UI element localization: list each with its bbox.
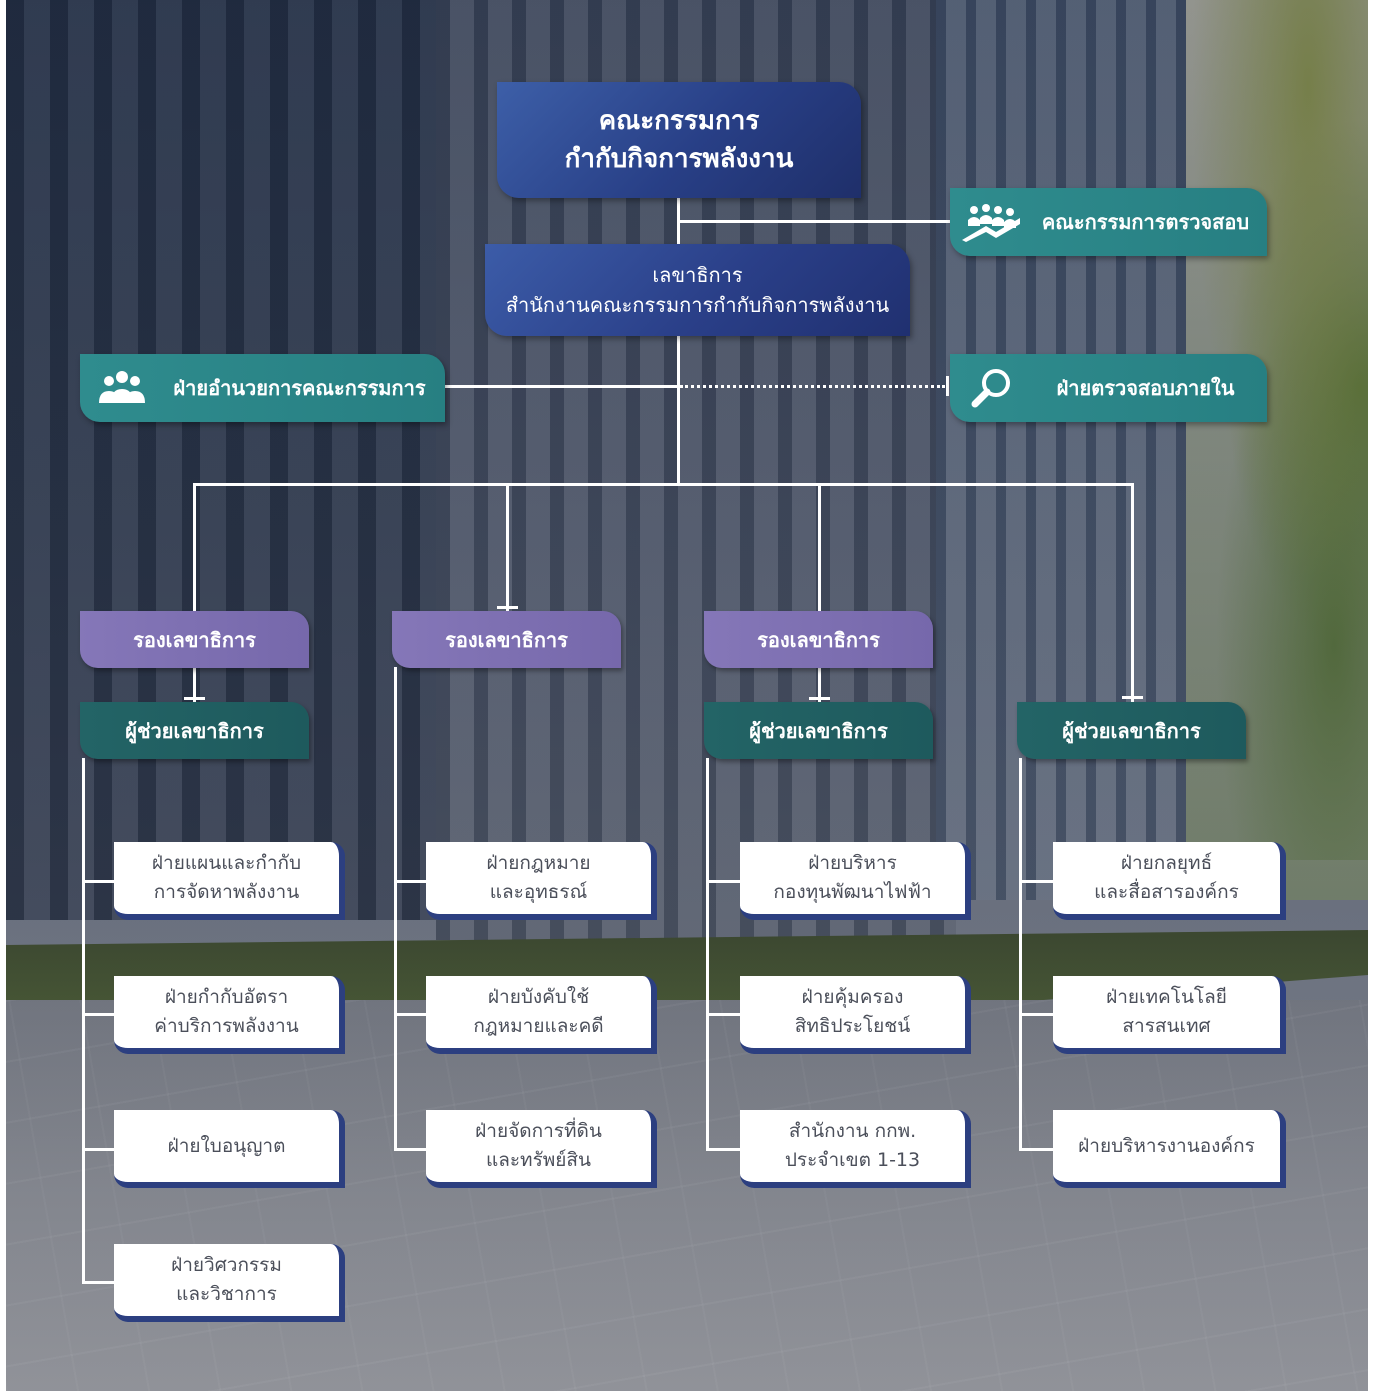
unit-line1: ฝ่ายวิศวกรรม [171,1254,282,1276]
assistant-node-col1: ผู้ช่วยเลขาธิการ [80,702,309,759]
connector-rail-col2 [394,667,397,1151]
unit-line1: ฝ่ายบริหารงานองค์กร [1078,1134,1255,1157]
internal-audit-label: ฝ่ายตรวจสอบภายใน [1056,376,1235,400]
commission-affairs-label: ฝ่ายอำนวยการคณะกรรมการ [173,376,426,400]
deputy-label: รองเลขาธิการ [757,627,880,652]
connector-branch [82,1013,114,1016]
unit-line2: และทรัพย์สิน [485,1149,592,1171]
connector-deputy-assistant-col1 [193,666,196,704]
unit-box: ฝ่ายกฎหมาย และอุทธรณ์ [426,842,657,920]
assistant-label: ผู้ช่วยเลขาธิการ [1062,718,1201,743]
connector-arrow-internal-audit [946,376,949,396]
unit-line2: ค่าบริการพลังงาน [154,1015,299,1037]
deputy-node-col3: รองเลขาธิการ [704,611,933,668]
connector-tick-col1 [184,697,205,700]
connector-branch [1019,880,1053,883]
unit-line2: และอุทธรณ์ [489,881,588,903]
unit-line1: ฝ่ายใบอนุญาต [167,1134,286,1157]
connector-tick-col2 [497,606,518,609]
connector-branch [706,1013,740,1016]
connector-to-commission-affairs [444,385,680,388]
unit-box: ฝ่ายบริหาร กองทุนพัฒนาไฟฟ้า [740,842,971,920]
group-icon [90,369,154,407]
connector-drop-col2 [506,483,509,613]
unit-box: ฝ่ายจัดการที่ดิน และทรัพย์สิน [426,1110,657,1188]
unit-line1: ฝ่ายกลยุทธ์ [1120,852,1213,874]
deputy-label: รองเลขาธิการ [445,627,568,652]
unit-line1: สำนักงาน กกพ. [788,1120,917,1142]
unit-box: ฝ่ายคุ้มครอง สิทธิประโยชน์ [740,976,971,1054]
deputy-node-col2: รองเลขาธิการ [392,611,621,668]
connector-branch [394,1148,426,1151]
unit-line2: กฎหมายและคดี [473,1015,604,1037]
unit-line2: และสื่อสารองค์กร [1094,881,1239,903]
unit-line1: ฝ่ายกฎหมาย [486,852,591,874]
connector-trunk-main [677,336,680,486]
connector-branch [82,1281,114,1284]
secretary-general-line2: สำนักงานคณะกรรมการกำกับกิจการพลังงาน [505,293,890,317]
unit-box: สำนักงาน กกพ. ประจำเขต 1-13 [740,1110,971,1188]
connector-branch [1019,1013,1053,1016]
audit-committee-node: คณะกรรมการตรวจสอบ [950,188,1267,256]
unit-box: ฝ่ายใบอนุญาต [114,1110,345,1188]
connector-branch [82,1148,114,1151]
connector-rail-col3 [706,758,709,1151]
internal-audit-node: ฝ่ายตรวจสอบภายใน [950,354,1267,422]
background-pavement [6,1000,1368,1391]
board-line2: กำกับกิจการพลังงาน [564,144,794,174]
connector-to-internal-audit [680,385,945,388]
connector-bus [193,483,1134,486]
unit-line2: และวิชาการ [176,1283,277,1305]
magnifier-icon [960,366,1024,410]
unit-box: ฝ่ายเทคโนโลยี สารสนเทศ [1053,976,1286,1054]
unit-box: ฝ่ายบังคับใช้ กฎหมายและคดี [426,976,657,1054]
unit-box: ฝ่ายกลยุทธ์ และสื่อสารองค์กร [1053,842,1286,920]
connector-tick-col4 [1122,696,1143,699]
secretary-general-line1: เลขาธิการ [652,263,743,287]
secretary-general-node: เลขาธิการ สำนักงานคณะกรรมการกำกับกิจการพ… [485,244,910,336]
assistant-label: ผู้ช่วยเลขาธิการ [125,718,264,743]
assistant-label: ผู้ช่วยเลขาธิการ [749,718,888,743]
connector-branch [394,1013,426,1016]
unit-line1: ฝ่ายกำกับอัตรา [164,986,289,1008]
people-chart-icon [960,202,1024,242]
board-node: คณะกรรมการ กำกับกิจการพลังงาน [497,82,861,198]
unit-line1: ฝ่ายเทคโนโลยี [1106,986,1227,1008]
connector-branch [706,880,740,883]
deputy-node-col1: รองเลขาธิการ [80,611,309,668]
connector-deputy-assistant-col3 [818,666,821,704]
connector-rail-col4 [1019,758,1022,1151]
unit-box: ฝ่ายบริหารงานองค์กร [1053,1110,1286,1188]
connector-drop-col1 [193,483,196,613]
connector-rail-col1 [82,758,85,1284]
unit-line2: สิทธิประโยชน์ [794,1015,911,1037]
unit-line1: ฝ่ายแผนและกำกับ [151,852,302,874]
connector-branch [82,880,114,883]
unit-box: ฝ่ายแผนและกำกับ การจัดหาพลังงาน [114,842,345,920]
connector-drop-col3 [818,483,821,613]
connector-branch [706,1148,740,1151]
unit-line1: ฝ่ายจัดการที่ดิน [475,1120,602,1142]
connector-branch [1019,1148,1053,1151]
unit-line1: ฝ่ายบริหาร [808,852,897,874]
unit-line1: ฝ่ายบังคับใช้ [487,986,590,1008]
unit-line2: กองทุนพัฒนาไฟฟ้า [773,881,932,903]
unit-line2: การจัดหาพลังงาน [153,881,300,903]
unit-line2: สารสนเทศ [1122,1015,1211,1037]
commission-affairs-node: ฝ่ายอำนวยการคณะกรรมการ [80,354,445,422]
unit-box: ฝ่ายกำกับอัตรา ค่าบริการพลังงาน [114,976,345,1054]
assistant-node-col3: ผู้ช่วยเลขาธิการ [704,702,933,759]
deputy-label: รองเลขาธิการ [133,627,256,652]
connector-tick-col3 [809,697,830,700]
unit-box: ฝ่ายวิศวกรรม และวิชาการ [114,1244,345,1322]
unit-line1: ฝ่ายคุ้มครอง [801,986,904,1008]
connector-to-audit-committee [677,220,953,223]
connector-drop-col4 [1131,483,1134,703]
board-line1: คณะกรรมการ [598,106,760,136]
assistant-node-col4: ผู้ช่วยเลขาธิการ [1017,702,1246,759]
connector-branch [394,880,426,883]
unit-line2: ประจำเขต 1-13 [784,1149,921,1171]
audit-committee-label: คณะกรรมการตรวจสอบ [1041,210,1250,234]
